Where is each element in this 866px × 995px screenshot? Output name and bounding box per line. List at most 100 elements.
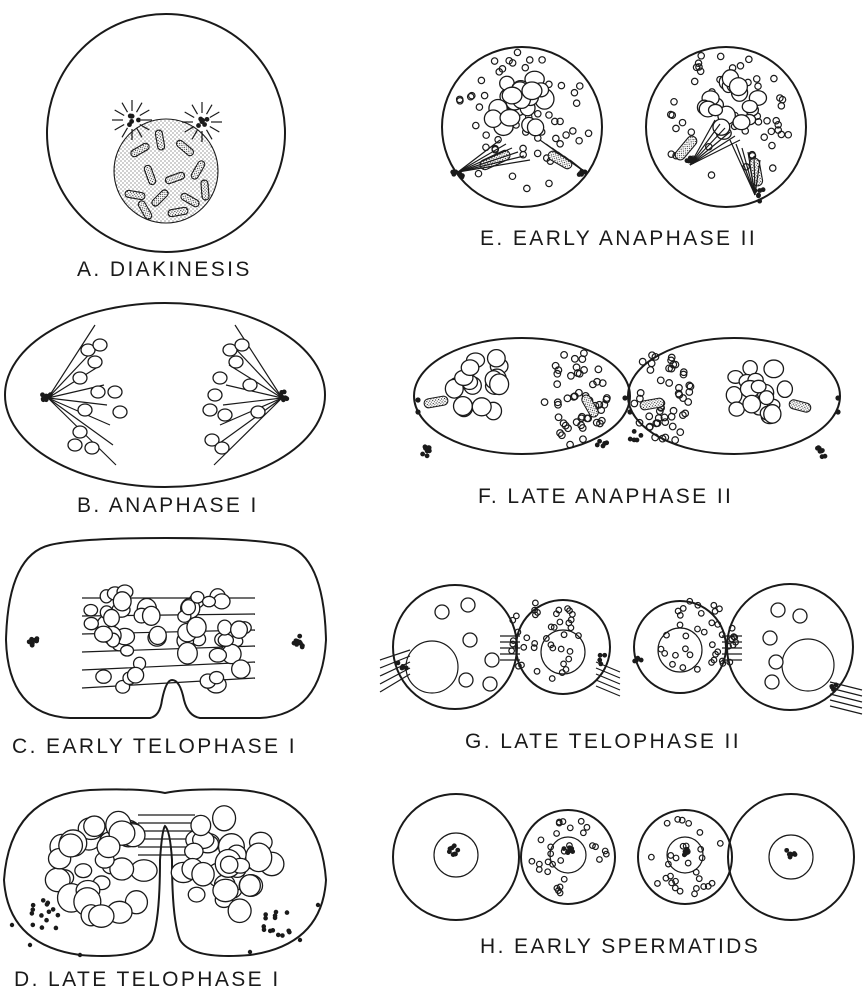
chromosome: [235, 339, 249, 351]
vesicle: [534, 669, 540, 675]
vesicle: [567, 825, 573, 831]
vesicle: [563, 132, 569, 138]
granule: [598, 653, 603, 658]
aster-ray: [115, 125, 125, 131]
aster-ray: [207, 130, 213, 140]
vesicle: [680, 606, 686, 612]
granule: [198, 117, 203, 122]
vesicle: [473, 122, 479, 128]
granule: [202, 122, 207, 127]
vesicle: [558, 858, 564, 864]
chromosome: [488, 350, 506, 367]
granule: [578, 171, 583, 176]
granule: [597, 658, 602, 663]
vesicle: [785, 132, 791, 138]
panel-label: G. LATE TELOPHASE II: [465, 730, 741, 753]
chromosome: [93, 339, 107, 351]
vesicle: [755, 83, 761, 89]
chromosome: [742, 101, 757, 113]
vesicle: [737, 63, 743, 69]
granule: [54, 926, 59, 931]
granule: [396, 660, 401, 665]
vesicle: [478, 77, 484, 83]
chromosome: [88, 356, 102, 368]
granule: [46, 901, 51, 906]
chromosome: [522, 82, 542, 100]
chromosome: [423, 395, 448, 408]
chromosome: [149, 626, 166, 644]
granule: [56, 913, 61, 918]
chromosome: [97, 836, 120, 857]
spindle-fiber: [596, 680, 620, 690]
vesicle: [778, 131, 784, 137]
granule: [601, 444, 606, 449]
vesicle: [509, 173, 515, 179]
vesicle: [679, 119, 685, 125]
vesicle: [688, 129, 694, 135]
vesicle: [701, 629, 707, 635]
chromosome: [771, 603, 785, 617]
aster-ray: [210, 127, 220, 133]
granule: [31, 903, 36, 908]
vesicle: [597, 857, 603, 863]
vesicle: [514, 613, 520, 619]
vesicle: [695, 667, 701, 673]
vesicle: [524, 635, 530, 641]
vesicle: [546, 180, 552, 186]
vesicle: [572, 356, 579, 363]
vesicle: [545, 859, 551, 865]
vesicle: [527, 57, 533, 63]
granule: [271, 928, 276, 933]
vesicle: [573, 100, 579, 106]
vesicle: [692, 891, 698, 897]
chromosome: [729, 78, 747, 96]
vesicle: [535, 111, 541, 117]
vesicle: [655, 881, 661, 887]
vesicle: [670, 407, 677, 414]
vesicle: [666, 380, 673, 387]
granule: [30, 911, 35, 916]
vesicle: [538, 837, 544, 843]
chromosome: [769, 655, 783, 669]
chromosome: [502, 87, 522, 104]
chromosome: [239, 875, 260, 897]
chromosome: [751, 380, 766, 393]
vesicle: [549, 676, 555, 682]
chromosome: [218, 620, 232, 635]
chromosome: [203, 596, 216, 606]
chromosome: [78, 404, 92, 416]
vesicle: [677, 622, 683, 628]
nucleus-group: [434, 817, 813, 897]
panel-label: H. EARLY SPERMATIDS: [480, 935, 760, 958]
aster-ray: [185, 112, 195, 118]
nucleus: [782, 639, 834, 691]
chromosome: [472, 398, 491, 416]
spindle-fiber: [214, 398, 282, 465]
vesicle: [771, 75, 777, 81]
chromosome: [215, 442, 229, 454]
granule: [415, 409, 420, 414]
granule: [78, 953, 82, 957]
granule: [823, 454, 828, 459]
panel-label: F. LATE ANAPHASE II: [478, 485, 733, 508]
granule: [40, 925, 45, 930]
granule: [276, 933, 281, 938]
chromosome: [191, 815, 211, 835]
cell-outline-1: [393, 585, 517, 709]
granule: [818, 449, 823, 454]
chromosome: [788, 399, 812, 413]
vesicle: [647, 367, 654, 374]
vesicle: [694, 886, 700, 892]
granule: [455, 848, 460, 853]
vesicle: [571, 89, 577, 95]
panel-label: E. EARLY ANAPHASE II: [480, 227, 757, 250]
vesicle: [555, 414, 562, 421]
aster-ray: [122, 103, 128, 113]
vesicle: [509, 648, 515, 654]
chromosome: [743, 395, 761, 413]
vesicle: [673, 652, 679, 658]
vesicle: [686, 821, 692, 827]
chromosome: [251, 406, 265, 418]
granule: [447, 849, 452, 854]
cell-outline: [6, 538, 326, 718]
